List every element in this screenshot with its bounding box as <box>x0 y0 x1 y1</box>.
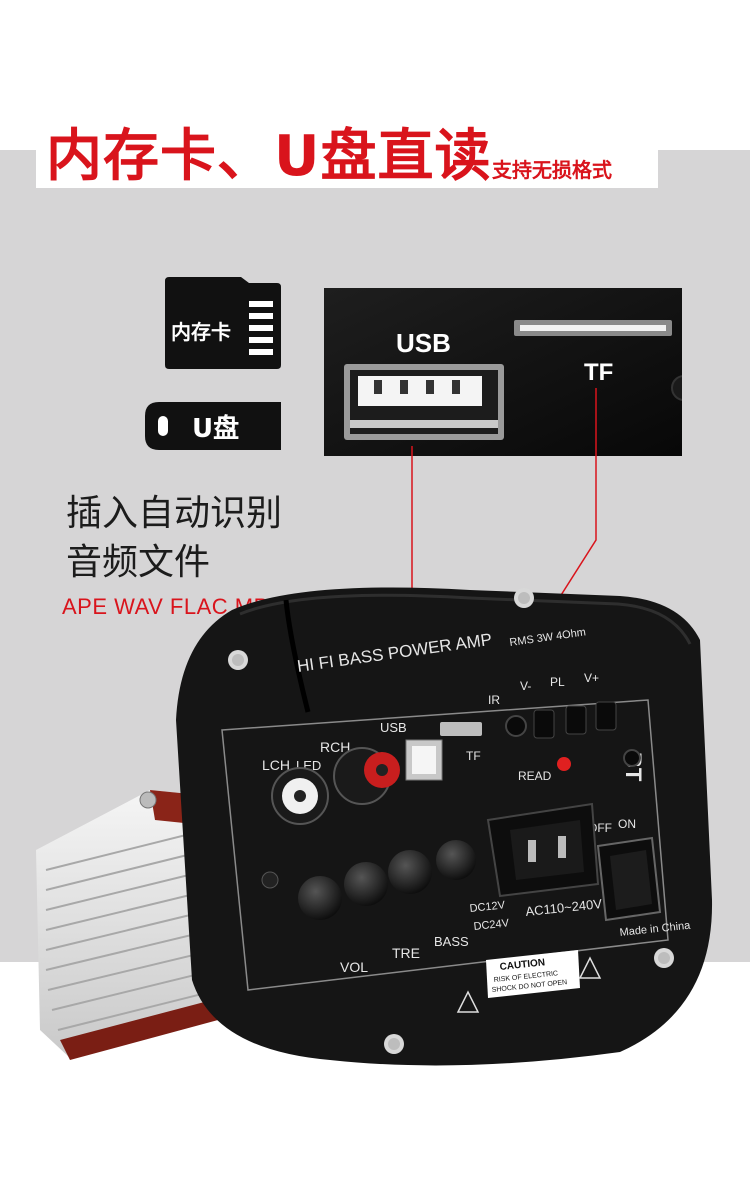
svg-text:CAUTION: CAUTION <box>499 957 545 973</box>
tf-closeup-label: TF <box>584 359 613 386</box>
usb-drive-label: U盘 <box>192 414 240 444</box>
caution-label: CAUTION RISK OF ELECTRIC SHOCK DO NOT OP… <box>486 950 580 998</box>
board-tf-slot <box>440 722 482 736</box>
board-vol-label: VOL <box>340 959 368 975</box>
usb-port-closeup <box>344 364 504 440</box>
title-banner <box>36 116 658 188</box>
vol-knob <box>298 876 342 920</box>
description-line-2: 音频文件 <box>66 542 211 583</box>
board-tre-label: TRE <box>392 945 420 961</box>
page-subtitle: 支持无损格式 <box>492 158 612 182</box>
board-on-label: ON <box>618 817 636 831</box>
board-usb-label: USB <box>380 720 407 735</box>
memory-card-icon <box>165 277 281 369</box>
board-vplus-label: V+ <box>584 671 599 685</box>
bass-knob <box>388 850 432 894</box>
page-title: 内存卡、U盘直读 <box>46 124 492 189</box>
tre-knob <box>344 862 388 906</box>
board-read-label: READ <box>518 769 552 783</box>
description-line-1: 插入自动识别 <box>66 493 283 534</box>
board-rch-label: RCH <box>320 739 350 755</box>
board-tf-label: TF <box>466 749 481 763</box>
port-closeup-photo: USB TF <box>324 288 682 456</box>
board-dc24-label: DC24V <box>473 917 510 933</box>
amplifier-board-photo: HI FI BASS POWER AMP RMS 3W 4Ohm USB TF … <box>36 587 713 1066</box>
usb-closeup-label: USB <box>396 328 451 358</box>
board-ir-label: IR <box>488 693 500 707</box>
board-bass-label: BASS <box>434 934 469 949</box>
board-dc12-label: DC12V <box>469 899 506 915</box>
memory-card-label: 内存卡 <box>171 320 231 344</box>
tf-slot-closeup <box>514 320 672 336</box>
rca-left-jack <box>271 767 329 825</box>
rca-right-jack <box>333 747 400 805</box>
board-pl-label: PL <box>550 675 565 689</box>
usb-drive-icon <box>145 402 281 450</box>
board-lch-label: LCH <box>262 757 290 773</box>
board-vminus-label: V- <box>520 679 531 693</box>
read-led <box>557 757 571 771</box>
